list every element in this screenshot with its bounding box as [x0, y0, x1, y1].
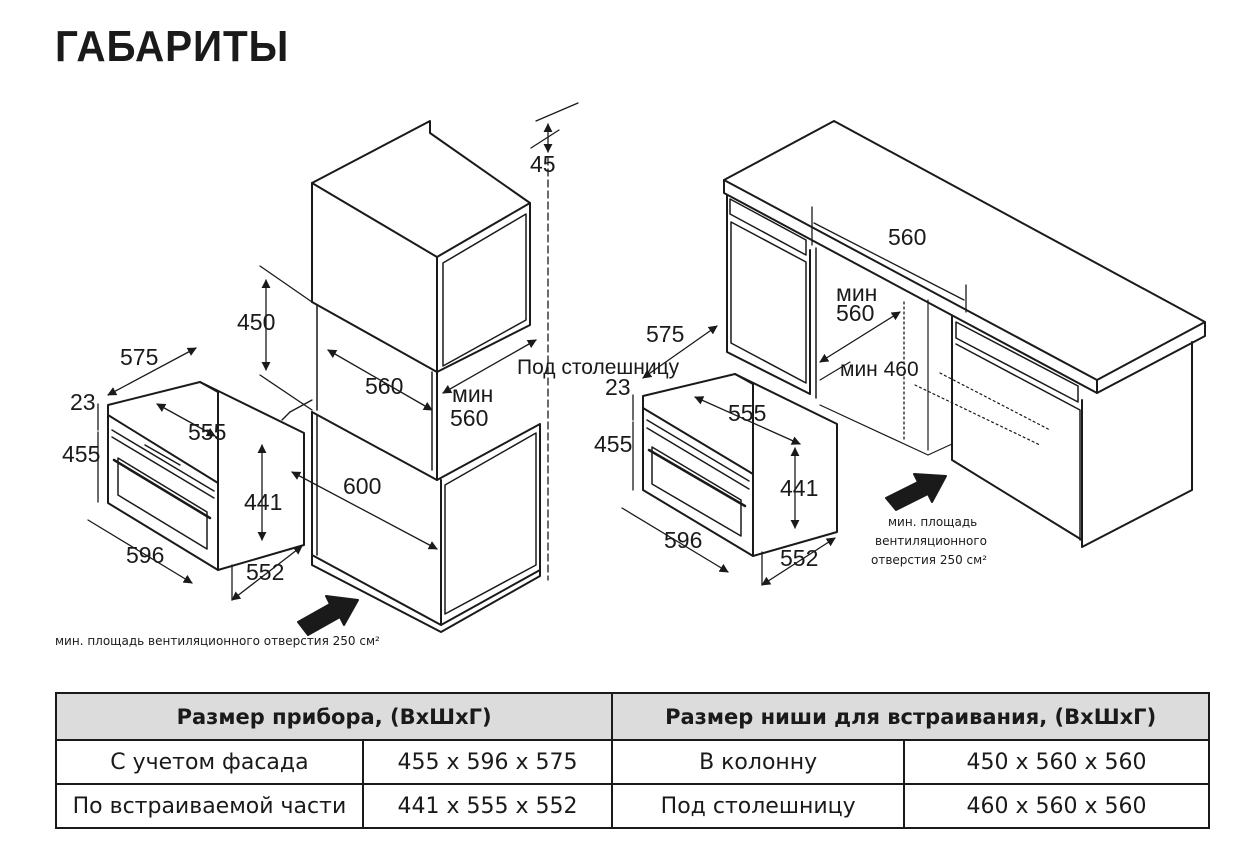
- table-cell: 460 x 560 x 560: [903, 783, 1210, 829]
- dim-cabinet-width: 600: [343, 473, 381, 499]
- dim-niche-height: 450: [237, 309, 275, 335]
- vent-note-right-line-3: отверстия 250 см²: [871, 553, 987, 567]
- under-countertop-label: Под столешницу: [517, 356, 680, 379]
- dim-niche-depth-min: 560: [450, 405, 488, 431]
- vent-note-left: мин. площадь вентиляционного отверстия 2…: [55, 634, 380, 648]
- table-cell: С учетом фасада: [55, 739, 364, 785]
- page-title: ГАБАРИТЫ: [55, 22, 290, 71]
- countertop-cabinet: [723, 120, 1206, 548]
- table-cell: 441 x 555 x 552: [361, 783, 614, 829]
- dim-countertop-niche-width: 560: [888, 224, 926, 250]
- dim-width-total-left: 596: [126, 542, 164, 568]
- appliance-size-header: Размер прибора, (ВхШхГ): [54, 692, 614, 741]
- dim-front-thickness-right: 23: [605, 374, 631, 400]
- dim-depth-front-left: 575: [120, 344, 158, 370]
- dimensions-table: Размер прибора, (ВхШхГ) Размер ниши для …: [54, 692, 1210, 829]
- dim-height-total-left: 455: [62, 441, 100, 467]
- dim-countertop-niche-height: мин 460: [840, 358, 919, 381]
- dim-width-total-right: 596: [664, 527, 702, 553]
- vent-note-right-line-2: вентиляционного: [875, 534, 987, 548]
- column-dimension-lines: [259, 102, 579, 581]
- table-header-row: Размер прибора, (ВхШхГ) Размер ниши для …: [54, 692, 1210, 741]
- dim-inner-width-left: 555: [188, 419, 226, 445]
- dim-inner-height-left: 441: [244, 489, 282, 515]
- niche-size-header: Размер ниши для встраивания, (ВхШхГ): [611, 692, 1210, 741]
- vent-note-right-line-1: мин. площадь: [888, 515, 977, 529]
- dim-inner-depth-right: 552: [780, 545, 818, 571]
- dim-niche-width: 560: [365, 373, 403, 399]
- dim-niche-min-label: мин: [452, 381, 493, 407]
- dim-inner-height-right: 441: [780, 475, 818, 501]
- dim-inner-width-right: 555: [728, 400, 766, 426]
- dimension-drawings: 575 23 455 555 441 596 552 450 560 мин 5…: [55, 102, 1206, 648]
- column-cabinet: [297, 120, 541, 636]
- dim-depth-front-right: 575: [646, 321, 684, 347]
- table-row: С учетом фасада 455 x 596 x 575 В колонн…: [55, 739, 1210, 785]
- left-oven: [107, 381, 305, 571]
- table-cell: Под столешницу: [611, 783, 906, 829]
- table-cell: 455 x 596 x 575: [361, 739, 614, 785]
- dim-inner-depth-left: 552: [246, 559, 284, 585]
- dim-countertop-niche-depth: 560: [836, 300, 874, 326]
- table-cell: 450 x 560 x 560: [903, 739, 1210, 785]
- table-cell: В колонну: [611, 739, 906, 785]
- dim-height-total-right: 455: [594, 431, 632, 457]
- table-cell: По встраиваемой части: [55, 783, 364, 829]
- table-row: По встраиваемой части 441 x 555 x 552 По…: [55, 783, 1210, 829]
- dim-gap: 45: [530, 151, 556, 177]
- dim-countertop-min-label: мин: [836, 280, 877, 306]
- dim-front-thickness-left: 23: [70, 389, 96, 415]
- right-oven-dimension-lines: [621, 325, 836, 586]
- left-oven-dimension-lines: [87, 347, 303, 601]
- countertop-dimension-lines: [811, 206, 967, 441]
